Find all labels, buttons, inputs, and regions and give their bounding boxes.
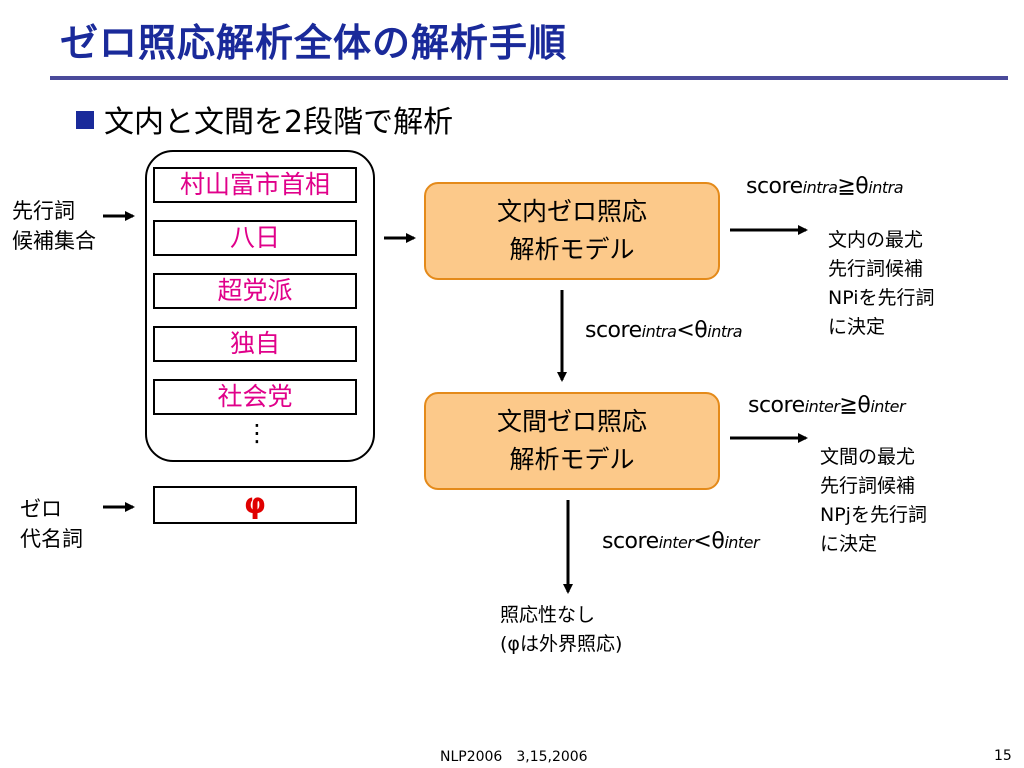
candidate-set-label: 先行詞 候補集合 [12,199,96,253]
page-number: 15 [994,748,1012,764]
candidate-item: 独自 [153,326,357,362]
title-underline [50,76,1008,80]
bullet-text: 文内と文間を2段階で解析 [104,105,454,140]
footer-date: NLP2006 3,15,2006 [440,749,588,765]
candidate-item: 超党派 [153,273,357,309]
intra-sentential-model-box: 文内ゼロ照応 解析モデル [424,182,720,280]
candidate-item: 八日 [153,220,357,256]
bullet-square-icon [76,111,94,129]
result-intra: 文内の最尤 先行詞候補 NPiを先行詞 に決定 [828,229,935,338]
score-intra-reject: scoreintra<θintra [585,318,743,343]
result-inter: 文間の最尤 先行詞候補 NPjを先行詞 に決定 [820,446,927,555]
bullet-point: 文内と文間を2段階で解析 [76,97,453,141]
result-none: 照応性なし (φは外界照応) [500,604,623,655]
score-inter-accept: scoreinter≧θinter [748,393,906,418]
zero-pronoun-box: φ [153,486,357,524]
candidate-item: 社会党 [153,379,357,415]
inter-sentential-model-box: 文間ゼロ照応 解析モデル [424,392,720,490]
score-intra-accept: scoreintra≧θintra [746,174,904,199]
slide-title: ゼロ照応解析全体の解析手順 [60,21,568,65]
score-inter-reject: scoreinter<θinter [602,529,760,554]
zero-pronoun-label: ゼロ 代名詞 [20,497,83,551]
candidate-item: 村山富市首相 [153,167,357,203]
